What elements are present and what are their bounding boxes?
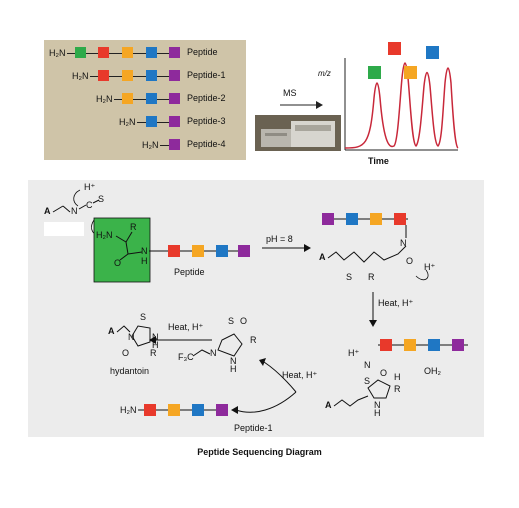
- peak-marker-red: [388, 42, 401, 55]
- residue-purple: [169, 93, 180, 104]
- thiazolinone-n2: N: [230, 356, 237, 366]
- int2-proton: H⁺: [348, 348, 359, 358]
- n-terminal-residue-box: [93, 217, 151, 283]
- row1-bond: [90, 76, 177, 77]
- int2-o: O: [380, 368, 387, 378]
- ms-arrow: [280, 101, 323, 109]
- thiazolinone-h: H: [230, 364, 237, 374]
- ph-label: pH = 8: [266, 234, 293, 244]
- reagent-c: C: [86, 200, 93, 210]
- thiazolinone-s: S: [228, 316, 234, 326]
- int1-r: R: [368, 272, 375, 282]
- mass-spectrum: [344, 42, 459, 151]
- int2-h: H: [394, 372, 401, 382]
- int2-s: S: [364, 376, 370, 386]
- residue-blue: [146, 93, 157, 104]
- ms-label: MS: [283, 88, 297, 98]
- time-axis-label: Time: [368, 156, 389, 166]
- int2-nh-h: H: [374, 408, 381, 418]
- mz-label: m/z: [318, 69, 331, 78]
- residue-purple: [169, 47, 180, 58]
- box-nh-h: H: [141, 256, 148, 266]
- hydantoin-s: S: [140, 312, 146, 322]
- peptide1-label: Peptide-1: [234, 423, 273, 433]
- residue-blue: [146, 70, 157, 81]
- peak-marker-blue: [426, 46, 439, 59]
- residue-blue: [146, 47, 157, 58]
- row4-h2n: H₂N: [142, 140, 159, 150]
- hydantoin-n: N: [128, 332, 135, 342]
- row2-label: Peptide-2: [187, 93, 226, 103]
- thiazolinone-r: R: [250, 335, 257, 345]
- int1-a: A: [319, 252, 326, 262]
- peak-marker-orange: [404, 66, 417, 79]
- int1-nh: N: [400, 238, 407, 248]
- int2-a: A: [325, 400, 332, 410]
- residue-purple: [169, 116, 180, 127]
- peak-marker-green: [368, 66, 381, 79]
- row0-h2n: H₂N: [49, 48, 66, 58]
- row1-h2n: H₂N: [72, 71, 89, 81]
- hydantoin-a: A: [108, 326, 115, 336]
- row3-bond: [137, 122, 177, 123]
- reagent-a: A: [44, 206, 51, 216]
- hydantoin-nh-h: H: [152, 340, 159, 350]
- residue-red: [98, 70, 109, 81]
- peptide-series-panel: [44, 40, 246, 160]
- int2-r: R: [394, 384, 401, 394]
- row4-bond: [160, 145, 177, 146]
- residue-red: [98, 47, 109, 58]
- box-r: R: [130, 222, 137, 232]
- heat-label-3: Heat, H⁺: [168, 322, 204, 332]
- residue-green: [75, 47, 86, 58]
- hydantoin-label: hydantoin: [110, 366, 149, 376]
- proton-top: H⁺: [84, 182, 95, 192]
- residue-orange: [122, 93, 133, 104]
- int2-oh2: OH₂: [424, 366, 442, 376]
- row1-label: Peptide-1: [187, 70, 226, 80]
- peptide-label-lower: Peptide: [174, 267, 205, 277]
- int1-s: S: [346, 272, 352, 282]
- residue-blue: [146, 116, 157, 127]
- thiazolinone-o: O: [240, 316, 247, 326]
- row0-label: Peptide: [187, 47, 218, 57]
- int1-o: O: [406, 256, 413, 266]
- thiazolinone-n: N: [210, 348, 217, 358]
- thiazolinone-f3c: F₃C: [178, 352, 194, 362]
- box-h2n: H₂N: [96, 230, 113, 240]
- int2-n: N: [364, 360, 371, 370]
- row2-h2n: H₂N: [96, 94, 113, 104]
- residue-orange: [122, 70, 133, 81]
- int1-proton: H⁺: [424, 262, 435, 272]
- box-o: O: [114, 258, 121, 268]
- peptide1-h2n: H₂N: [120, 405, 137, 415]
- heat-label-2: Heat, H⁺: [282, 370, 318, 380]
- spectrum-peaks: [344, 62, 459, 149]
- mass-spectrometer-icon: [255, 115, 341, 151]
- residue-purple: [169, 70, 180, 81]
- row3-label: Peptide-3: [187, 116, 226, 126]
- residue-purple: [169, 139, 180, 150]
- reagent-s: S: [98, 194, 104, 204]
- row4-label: Peptide-4: [187, 139, 226, 149]
- heat-label-1: Heat, H⁺: [378, 298, 414, 308]
- row3-h2n: H₂N: [119, 117, 136, 127]
- reagent-n: N: [71, 206, 78, 216]
- hydantoin-o: O: [122, 348, 129, 358]
- hydantoin-nh-n: N: [152, 332, 159, 342]
- mechanism-diagram: A N C S H⁺ H₂N R O N H Peptide pH = 8 N …: [44, 182, 468, 433]
- box-nh-n: N: [141, 246, 148, 256]
- residue-orange: [122, 47, 133, 58]
- diagram-caption: Peptide Sequencing Diagram: [197, 447, 322, 457]
- row2-bond: [114, 99, 177, 100]
- hydantoin-r: R: [150, 348, 157, 358]
- int2-nh-n: N: [374, 400, 381, 410]
